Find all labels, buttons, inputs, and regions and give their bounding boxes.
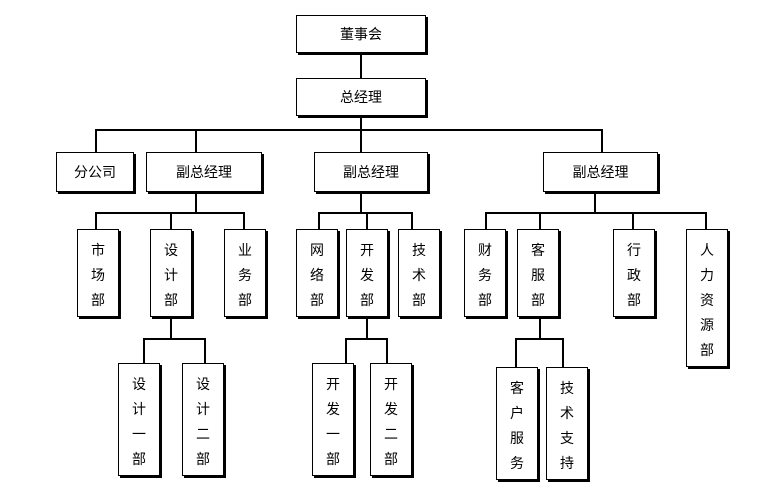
design-dept-label: 设计部: [164, 243, 178, 309]
connector: [594, 192, 596, 213]
design-one-label: 设计一部: [132, 377, 146, 468]
board-box: 董事会: [296, 15, 426, 53]
network-dept-box: 网络部: [296, 229, 338, 317]
customer-service-label: 客户服务: [510, 381, 524, 472]
dev-one-label: 开发一部: [326, 377, 340, 468]
business-dept-box: 业务部: [224, 229, 266, 317]
connector: [539, 213, 541, 229]
market-dept-box: 市场部: [77, 229, 119, 317]
design-one-box: 设计一部: [118, 363, 160, 476]
admin-dept-box: 行政部: [613, 229, 655, 317]
dev-one-box: 开发一部: [312, 363, 354, 476]
network-dept-label: 网络部: [310, 243, 324, 309]
tech-support-box: 技术支持: [546, 367, 588, 480]
finance-dept-box: 财务部: [464, 229, 506, 317]
connector: [360, 130, 362, 152]
connector: [562, 339, 564, 367]
vp-left-label: 副总经理: [176, 165, 232, 181]
design-dept-box: 设计部: [150, 229, 192, 317]
connector: [318, 212, 413, 214]
connector: [515, 339, 517, 367]
connector: [366, 213, 368, 229]
tech-support-label: 技术支持: [560, 381, 574, 472]
hr-dept-label: 人力资源部: [700, 243, 714, 359]
connector: [360, 52, 362, 78]
connector: [170, 317, 172, 339]
vp-middle-label: 副总经理: [343, 165, 399, 181]
development-dept-label: 开发部: [360, 243, 374, 309]
connector: [195, 192, 197, 213]
general-manager-label: 总经理: [340, 90, 382, 106]
connector: [485, 213, 487, 229]
connector: [170, 213, 172, 229]
hr-dept-box: 人力资源部: [686, 229, 728, 367]
connector: [143, 338, 206, 340]
connector: [95, 213, 97, 229]
connector: [705, 213, 707, 229]
vp-middle-box: 副总经理: [314, 152, 428, 192]
connector: [601, 130, 603, 152]
connector: [360, 116, 362, 130]
connector: [485, 212, 707, 214]
connector: [243, 213, 245, 229]
dev-two-label: 开发二部: [384, 377, 398, 468]
connector: [386, 339, 388, 363]
connector: [143, 339, 145, 363]
connector: [95, 129, 603, 131]
connector: [360, 192, 362, 213]
development-dept-box: 开发部: [346, 229, 388, 317]
technology-dept-label: 技术部: [412, 243, 426, 309]
customer-service-box: 客户服务: [496, 367, 538, 480]
connector: [95, 130, 97, 152]
connector: [345, 338, 388, 340]
branch-label: 分公司: [74, 165, 116, 181]
vp-right-box: 副总经理: [543, 152, 658, 192]
connector: [345, 339, 347, 363]
connector: [515, 338, 564, 340]
branch-box: 分公司: [56, 152, 134, 192]
finance-dept-label: 财务部: [478, 243, 492, 309]
board-label: 董事会: [340, 27, 382, 43]
vp-right-label: 副总经理: [572, 165, 629, 181]
connector: [204, 339, 206, 363]
design-two-label: 设计二部: [196, 377, 210, 468]
connector: [366, 317, 368, 339]
customer-dept-label: 客服部: [531, 243, 545, 309]
vp-left-box: 副总经理: [146, 152, 262, 192]
connector: [411, 213, 413, 229]
customer-dept-box: 客服部: [517, 229, 559, 317]
connector: [195, 130, 197, 152]
general-manager-box: 总经理: [296, 78, 426, 116]
technology-dept-box: 技术部: [398, 229, 440, 317]
dev-two-box: 开发二部: [370, 363, 412, 476]
admin-dept-label: 行政部: [627, 243, 641, 309]
connector: [539, 317, 541, 339]
market-dept-label: 市场部: [91, 243, 105, 309]
design-two-box: 设计二部: [182, 363, 224, 476]
business-dept-label: 业务部: [238, 243, 252, 309]
connector: [318, 213, 320, 229]
connector: [632, 213, 634, 229]
